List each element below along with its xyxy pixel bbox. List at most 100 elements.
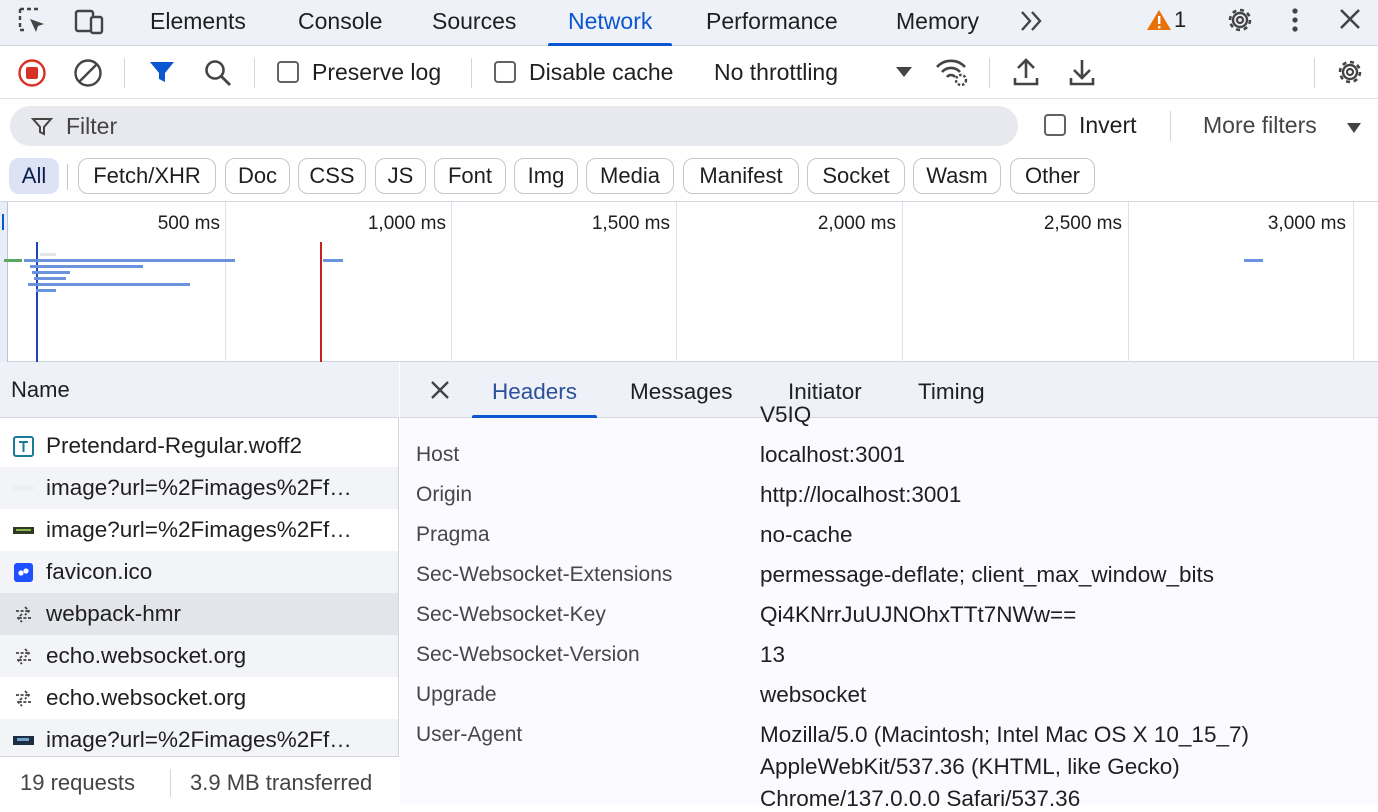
header-name: Pragma [416,523,490,546]
header-value-continued: Chrome/137.0.0.0 Safari/537.36 [760,786,1081,811]
header-name: Sec-Websocket-Key [416,603,606,626]
invert-checkbox[interactable] [1044,114,1066,136]
name-column-header[interactable]: Name [0,362,399,418]
inspect-element-icon[interactable] [17,6,49,38]
request-name: image?url=%2Fimages%2Ff… [46,517,352,542]
chip-other[interactable]: Other [1010,158,1095,194]
chip-all[interactable]: All [9,158,59,194]
preserve-log-label[interactable]: Preserve log [312,59,442,85]
close-devtools-icon[interactable] [1338,7,1362,31]
toolbar-divider [471,58,472,88]
export-har-download-icon[interactable] [1068,56,1096,88]
chip-media[interactable]: Media [586,158,674,194]
header-value-clipped: V5IQ [760,402,812,427]
request-name: image?url=%2Fimages%2Ff… [46,475,352,500]
close-details-icon[interactable] [430,380,450,400]
request-row[interactable]: image?url=%2Fimages%2Ff… [0,467,398,509]
chip-divider [67,164,68,190]
overview-handle-grip [2,214,4,230]
chip-css[interactable]: CSS [298,158,366,194]
request-row[interactable]: Pretendard-Regular.woff2 [0,425,398,467]
request-row[interactable]: image?url=%2Fimages%2Ff… [0,509,398,551]
throttling-select[interactable]: No throttling [714,59,839,85]
grid-line [451,202,452,362]
settings-gear-icon[interactable] [1224,4,1256,36]
chip-wasm[interactable]: Wasm [913,158,1001,194]
device-toolbar-icon[interactable] [73,6,105,38]
toolbar-divider [254,58,255,88]
network-toolbar: Preserve log Disable cache No throttling [0,46,1378,99]
grid-line [1128,202,1129,362]
chip-img[interactable]: Img [514,158,578,194]
header-name: Host [416,443,460,466]
chip-font[interactable]: Font [434,158,506,194]
stop-recording-icon[interactable] [17,58,47,88]
network-overview-timeline[interactable]: 500 ms 1,000 ms 1,500 ms 2,000 ms 2,500 … [0,202,1378,362]
tab-console[interactable]: Console [298,8,383,34]
header-value: permessage-deflate; client_max_window_bi… [760,562,1214,587]
chip-fetch-xhr[interactable]: Fetch/XHR [78,158,216,194]
request-bar [4,259,22,262]
request-row[interactable]: echo.websocket.org [0,677,398,719]
more-options-icon[interactable] [1285,6,1305,36]
request-row-selected[interactable]: webpack-hmr [0,593,398,635]
warning-icon[interactable] [1146,8,1172,32]
time-tick: 1,000 ms [367,213,446,234]
disable-cache-checkbox[interactable] [494,61,516,83]
chip-manifest[interactable]: Manifest [683,158,799,194]
request-bar [30,265,143,268]
filter-bar: Filter Invert More filters [0,99,1378,154]
tab-messages[interactable]: Messages [630,379,733,404]
time-tick: 2,000 ms [817,213,896,234]
header-name: Origin [416,483,473,506]
throttling-dropdown-icon[interactable] [895,66,913,78]
clear-icon[interactable] [73,58,103,88]
import-har-upload-icon[interactable] [1012,56,1040,88]
tab-elements[interactable]: Elements [150,8,246,34]
request-bar [40,253,56,256]
request-bar [1244,259,1263,262]
warning-count[interactable]: 1 [1174,7,1187,32]
tab-headers[interactable]: Headers [472,362,598,418]
status-divider [170,769,171,797]
network-settings-gear-icon[interactable] [1334,56,1366,88]
time-tick: 1,500 ms [591,213,670,234]
overview-left-handle[interactable] [0,202,8,362]
header-value: 13 [760,642,786,667]
tab-network[interactable]: Network [548,0,673,46]
disable-cache-label[interactable]: Disable cache [529,59,674,85]
toolbar-divider [1314,58,1315,88]
filter-icon [30,116,54,138]
invert-label[interactable]: Invert [1079,112,1137,138]
more-filters-button[interactable]: More filters [1203,112,1317,138]
time-tick: 3,000 ms [1267,213,1346,234]
request-row[interactable]: favicon.ico [0,551,398,593]
request-details-pane: Headers Messages Initiator Timing V5IQ H… [400,362,1378,811]
filter-funnel-icon[interactable] [148,58,176,86]
chip-socket[interactable]: Socket [807,158,905,194]
tab-initiator[interactable]: Initiator [788,379,862,404]
tab-timing[interactable]: Timing [918,379,985,404]
request-bar [32,271,70,274]
tab-sources[interactable]: Sources [432,8,517,34]
preserve-log-checkbox[interactable] [277,61,299,83]
tab-memory[interactable]: Memory [896,8,980,34]
network-conditions-icon[interactable] [934,56,970,88]
image-thumb-icon [13,730,34,751]
more-filters-dropdown-icon[interactable] [1346,122,1362,134]
request-name: favicon.ico [46,559,153,584]
filter-input[interactable]: Filter [10,106,1018,146]
time-tick: 500 ms [157,213,220,234]
more-tabs-chevron-icon[interactable] [1018,8,1046,34]
header-value: websocket [760,682,867,707]
tab-performance[interactable]: Performance [706,8,838,34]
filter-placeholder: Filter [66,113,118,139]
request-row[interactable]: image?url=%2Fimages%2Ff… [0,719,398,761]
devtools-tab-bar: Elements Console Sources Network Perform… [0,0,1378,46]
request-row[interactable]: echo.websocket.org [0,635,398,677]
chip-js[interactable]: JS [375,158,426,194]
header-name: User-Agent [416,723,523,746]
search-icon[interactable] [203,58,233,88]
chip-doc[interactable]: Doc [225,158,290,194]
header-value: http://localhost:3001 [760,482,962,507]
